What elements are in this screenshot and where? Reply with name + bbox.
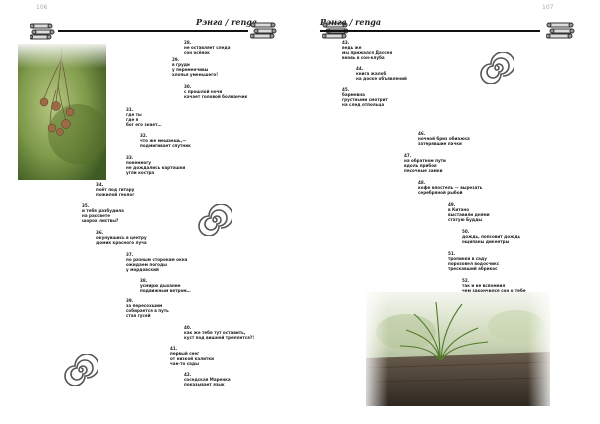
header-title-left: Рэнга / renga [196,17,258,27]
header-rule-left [58,30,248,32]
poem-40: 40. как же тебя тут оставить, куст под в… [184,325,255,341]
header-title-right: Рэнга / renga [320,17,382,27]
poem-32: 32. что же мешаешь,— подмигивает спутник [140,133,191,149]
poem-45: 45. бармевна грустными смотрит на след о… [342,87,388,108]
seed-branch-photo [18,44,106,180]
poem-42: 42. соседская Маренка показывает язык [184,372,231,388]
poem-34: 34. поёт под гитару пожилой геолог [96,182,135,198]
poem-50: 50. дождь, попсовит дождь ощипаны дикент… [462,229,521,245]
page-number-right: 107 [542,4,554,11]
poem-35: 35. и тебя разбудила на рассвете шорох л… [82,203,124,224]
spiral-icon [480,52,514,84]
page-number-left: 106 [36,4,48,11]
poem-41: 41. первый снег от низкой калитки чан-то… [170,346,214,367]
spiral-icon [198,204,232,236]
poem-47: 47. на обратном пути вдоль прибоя песочн… [404,153,446,174]
header-rule-right [320,30,540,32]
poem-39: 39. за пересохшим собирается в путь стая… [126,298,169,319]
poem-44: 44. книга жалоб на доске объявлений [356,66,407,82]
poem-46: 46. ночной бриз обиажка затерявшие пачки [418,131,470,147]
poem-30: 30. с прошлой ночи качает головой болван… [184,84,248,100]
poem-37: 37. по разным сторонам окна ожидаем пого… [126,252,188,273]
poem-31: 31. где ты где я бог его знает… [126,107,162,128]
poem-36: 36. окунувшись в центру домик красного л… [96,230,147,246]
scroll-ornament-icon [250,22,277,39]
poem-29: 29. в груди у переменчивы хлопья уменьше… [172,57,219,78]
grass-sprout-photo [366,292,550,406]
poem-28: 28. не оставляет следа сон осёнок [184,40,231,56]
poem-43: 43. ведь же мы прижался Дассен вновь в с… [342,40,393,61]
poem-51: 51. тропинки в саду порозовел водосчикс … [448,251,500,272]
poem-52: 52. так и не вспомнил чем закончился сон… [462,278,526,294]
scroll-ornament-icon [30,23,55,40]
poem-38: 38. усмирю дыхание подвижным ветром… [140,278,191,294]
scroll-ornament-icon [546,22,575,39]
poem-49: 49. в Китано выставили днями статую Будд… [448,202,490,223]
spiral-icon [64,354,98,386]
poem-48: 48. кофе впостель — вырезать серебряной … [418,180,483,196]
poem-33: 33. понемногу не дождались картошки угли… [126,155,186,176]
